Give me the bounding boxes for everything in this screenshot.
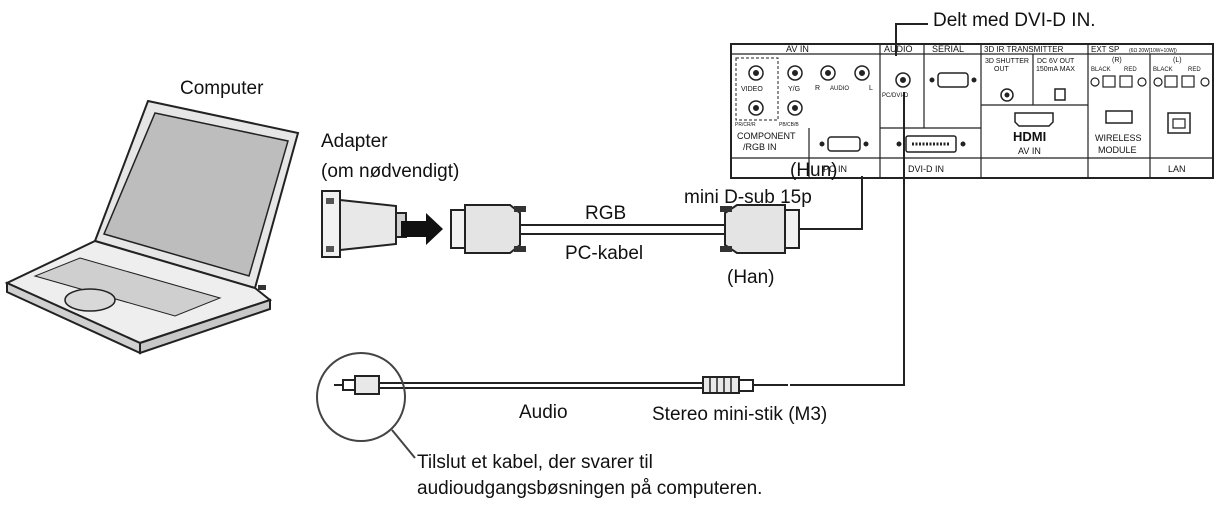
- adapter: [321, 190, 407, 258]
- panel-ir-header: 3D IR TRANSMITTER: [984, 45, 1064, 54]
- audio-label: Audio: [519, 402, 568, 423]
- shared-with-dvi-label: Delt med DVI-D IN.: [933, 10, 1096, 31]
- rgb-label: RGB: [585, 203, 627, 224]
- panel-dc-out-label: DC 6V OUT: [1037, 58, 1075, 65]
- panel-labels: AV IN AUDIO SERIAL 3D IR TRANSMITTER EXT…: [735, 44, 1201, 174]
- panel-wireless-label: WIRELESS: [1095, 133, 1142, 143]
- panel-video-label: VIDEO: [741, 86, 763, 93]
- panel-pr-label: PR/CR/R: [735, 122, 756, 128]
- arrow-icon: [401, 213, 443, 245]
- panel-av-in-bottom-label: AV IN: [1018, 146, 1041, 156]
- panel-av-in-header: AV IN: [786, 44, 809, 54]
- audio-connection-line: [790, 92, 905, 386]
- shared-callout-line: [895, 23, 928, 56]
- panel-lan-label: LAN: [1168, 164, 1186, 174]
- panel-yg-label: Y/G: [788, 86, 800, 93]
- pc-cable-label: PC-kabel: [565, 243, 644, 264]
- computer-label: Computer: [180, 78, 264, 99]
- panel-right-ch-label: (R): [1112, 57, 1122, 64]
- adapter-note-label: (om nødvendigt): [321, 161, 460, 182]
- panel-pb-label: PB/CB/B: [779, 122, 799, 128]
- panel-out-label: OUT: [994, 66, 1010, 73]
- laptop-computer: [4, 99, 300, 355]
- panel-module-label: MODULE: [1098, 145, 1137, 155]
- panel-dvid-in-label: DVI-D IN: [908, 164, 944, 174]
- panel-red-label-1: RED: [1124, 67, 1137, 73]
- pc-in-connection-line: [799, 176, 863, 230]
- panel-pc-dvid-label: PC/DVI-D: [882, 93, 909, 99]
- panel-shutter-label: 3D SHUTTER: [985, 58, 1029, 65]
- panel-hdmi-logo: HDMI: [1013, 129, 1046, 144]
- connection-note: Tilslut et kabel, der svarer til audioud…: [417, 450, 762, 501]
- panel-component-label: COMPONENT: [737, 131, 796, 141]
- stereo-mini-plug-label: Stereo mini-stik (M3): [652, 404, 828, 425]
- panel-ext-sp-header: EXT SP: [1091, 45, 1119, 54]
- rear-connector-panel: [730, 43, 1214, 179]
- panel-l-label: L: [869, 85, 873, 92]
- panel-audio-header: AUDIO: [884, 44, 913, 54]
- pc-cable: [450, 204, 800, 254]
- panel-black-label-1: BLACK: [1091, 67, 1111, 73]
- panel-rgb-in-label: /RGB IN: [743, 142, 777, 152]
- panel-left-ch-label: (L): [1173, 57, 1182, 64]
- panel-serial-header: SERIAL: [932, 44, 964, 54]
- panel-audio-sub-label: AUDIO: [830, 86, 849, 92]
- panel-r-label: R: [815, 85, 820, 92]
- audio-plug-callout: [316, 352, 416, 459]
- panel-pc-in-label: PC IN: [823, 164, 847, 174]
- male-label: (Han): [727, 267, 775, 288]
- adapter-label: Adapter: [321, 131, 388, 152]
- panel-ext-sp-spec: (6Ω 20W[10W+10W]): [1129, 48, 1177, 54]
- panel-black-label-2: BLACK: [1153, 67, 1173, 73]
- connection-note-line-2: audioudgangsbøsningen på computeren.: [417, 477, 763, 499]
- connector-label: mini D-sub 15p: [684, 187, 812, 208]
- panel-max-label: 150mA MAX: [1036, 66, 1075, 73]
- female-label: (Hun): [790, 160, 838, 181]
- connection-note-line-1: Tilslut et kabel, der svarer til: [417, 452, 653, 473]
- audio-cable: [334, 375, 788, 395]
- panel-red-label-2: RED: [1188, 67, 1201, 73]
